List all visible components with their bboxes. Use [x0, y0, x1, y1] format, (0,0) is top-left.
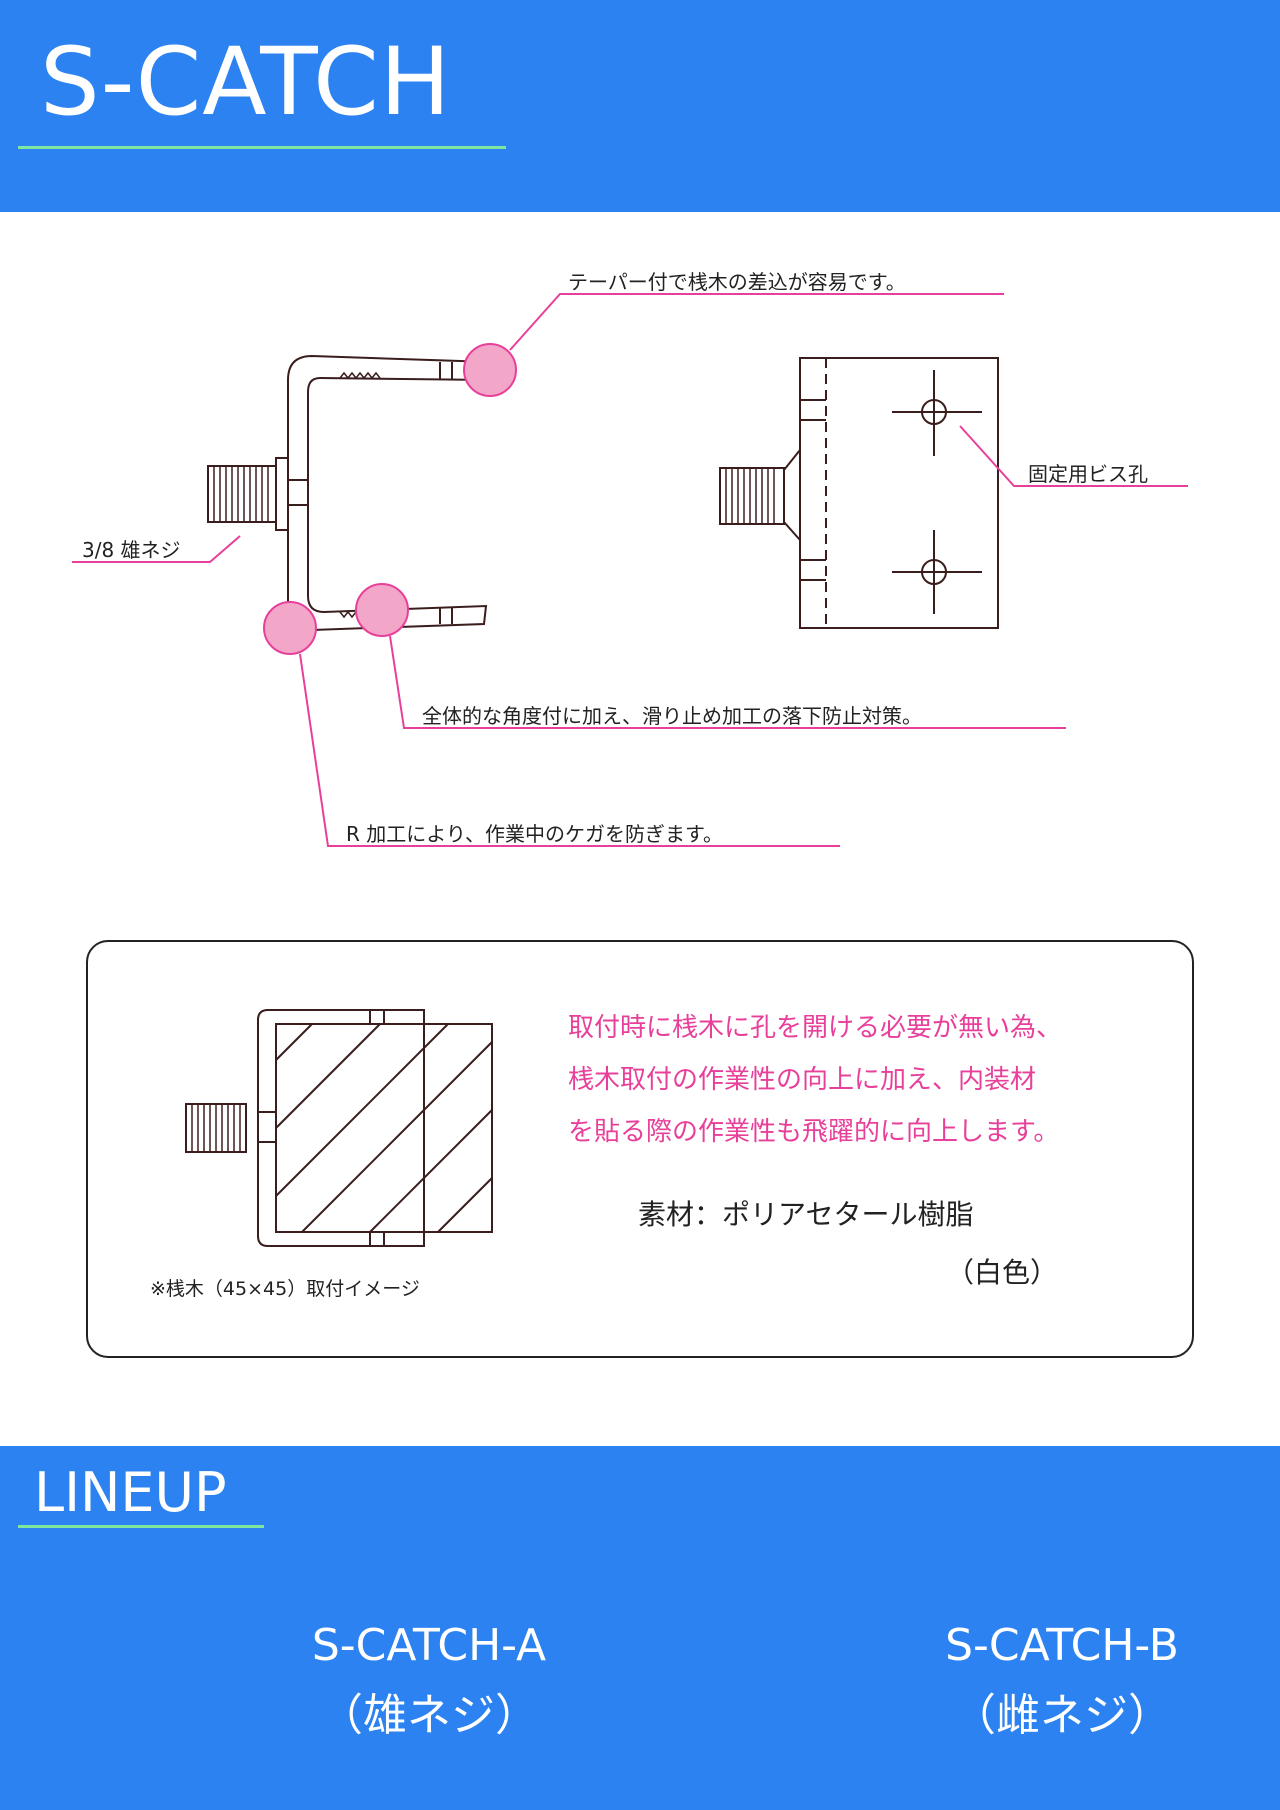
color-note: （白色）	[946, 1256, 1059, 1289]
taper-leader	[509, 293, 1004, 351]
antislip-highlight	[355, 583, 409, 637]
lineup-heading: LINEUP	[34, 1461, 227, 1524]
description-line-2: 桟木取付の作業性の向上に加え、内装材	[568, 1065, 1037, 1095]
screw-hole-callout: 固定用ビス孔	[1028, 462, 1148, 486]
lineup-underline	[18, 1525, 264, 1528]
header-band	[0, 0, 1280, 212]
product-a-name: S-CATCH-A	[311, 1620, 547, 1671]
lineup-band	[0, 1446, 1280, 1810]
antislip-leader	[389, 635, 1066, 729]
page-title: S-CATCH	[40, 28, 452, 137]
mounting-image-drawing	[185, 1009, 493, 1247]
taper-highlight	[463, 343, 517, 397]
antislip-callout: 全体的な角度付に加え、滑り止め加工の落下防止対策。	[422, 704, 922, 728]
description-line-3: を貼る際の作業性も飛躍的に向上します。	[568, 1117, 1060, 1147]
r-process-leader	[299, 653, 840, 847]
feature-box	[86, 940, 1194, 1358]
title-underline	[18, 146, 506, 149]
product-a-type: （雄ネジ）	[319, 1690, 539, 1741]
taper-callout: テーパー付で桟木の差込が容易です。	[568, 270, 906, 294]
description-line-1: 取付時に桟木に孔を開ける必要が無い為、	[568, 1013, 1063, 1043]
material-text: 素材：ポリアセタール樹脂	[638, 1198, 974, 1231]
front-view-drawing	[719, 357, 999, 629]
screw-hole-leader	[959, 425, 1188, 487]
side-view-drawing	[207, 354, 491, 632]
product-b-type: （雌ネジ）	[952, 1690, 1172, 1741]
r-process-callout: R 加工により、作業中のケガを防ぎます。	[346, 822, 724, 846]
mounting-caption: ※桟木（45×45）取付イメージ	[150, 1278, 420, 1300]
product-b-name: S-CATCH-B	[945, 1620, 1179, 1671]
male-screw-leader	[72, 535, 241, 563]
male-screw-callout: 3/8 雄ネジ	[82, 538, 181, 562]
r-process-highlight	[263, 601, 317, 655]
